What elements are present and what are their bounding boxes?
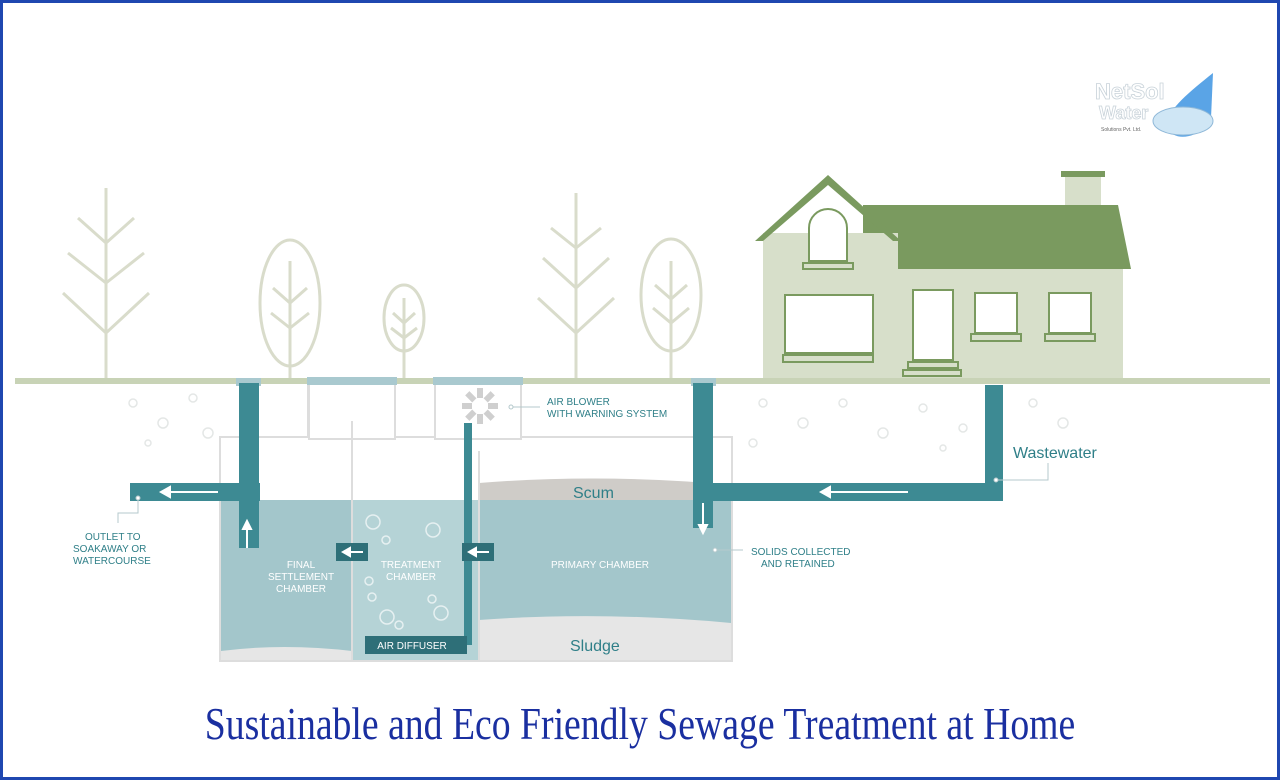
treatment-chamber-label-2: CHAMBER [386,572,436,583]
sewage-diagram: NetSol Water Solutions Pvt. Ltd. [15,73,1270,662]
ground-line [15,378,1270,384]
svg-text:Water: Water [1099,103,1148,123]
svg-text:NetSol: NetSol [1095,79,1165,104]
solids-label: SOLIDS COLLECTED [751,547,850,558]
pipes [130,378,1003,654]
outlet-label: OUTLET TO [85,532,141,543]
solids-label-2: AND RETAINED [761,559,835,570]
sludge-label: Sludge [570,638,620,655]
scum-label: Scum [573,485,614,502]
wastewater-label: Wastewater [1013,445,1098,462]
tank [219,377,733,662]
air-blower-label-2: WITH WARNING SYSTEM [547,409,667,420]
trees [61,188,703,380]
air-blower-icon [462,388,498,424]
flow-arrows [158,485,908,558]
final-chamber-label-3: CHAMBER [276,584,326,595]
air-diffuser-label: AIR DIFFUSER [377,641,446,652]
final-chamber-label-2: SETTLEMENT [268,572,334,583]
svg-text:Solutions Pvt. Ltd.: Solutions Pvt. Ltd. [1101,127,1141,133]
soil-pebbles [128,393,1069,452]
house [755,171,1131,379]
leader-lines [117,404,1049,553]
treatment-chamber-label: TREATMENT [381,560,441,571]
outlet-label-2: SOAKAWAY OR [73,544,146,555]
final-chamber-label: FINAL [287,560,316,571]
page-title: Sustainable and Eco Friendly Sewage Trea… [204,698,1076,749]
primary-chamber-label: PRIMARY CHAMBER [551,560,649,571]
outlet-label-3: WATERCOURSE [73,556,151,567]
bubbles [364,514,449,630]
netsol-logo: NetSol Water Solutions Pvt. Ltd. [1095,73,1214,137]
air-blower-label: AIR BLOWER [547,397,610,408]
